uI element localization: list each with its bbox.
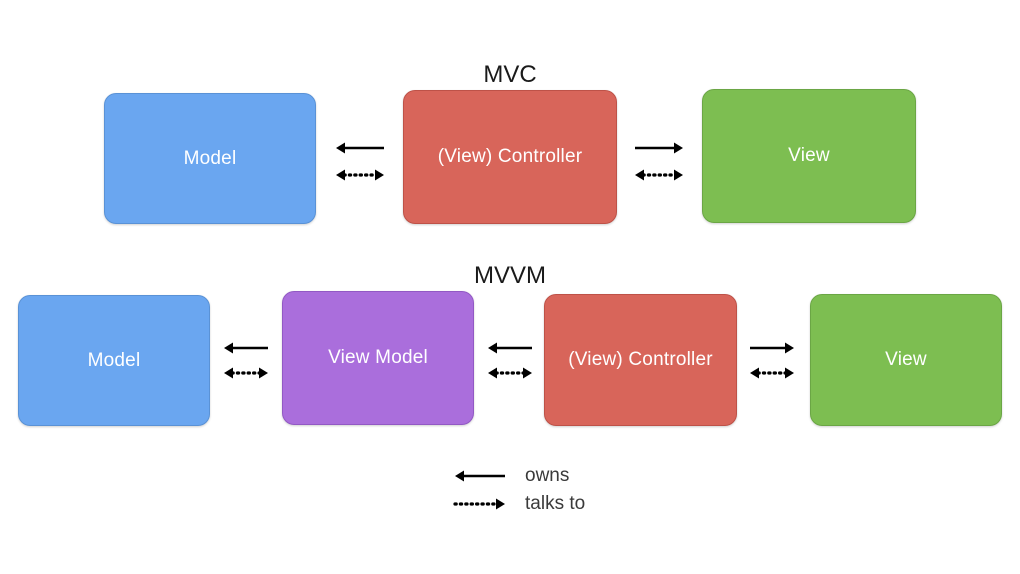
section-title-mvc: MVC — [483, 61, 537, 88]
connector-mvvm-vm-owns-model — [212, 337, 280, 359]
connector-mvc-controller-owns-view — [623, 137, 695, 159]
talks-to-arrow-icon — [443, 493, 517, 515]
legend-item-legend-owns: owns — [455, 465, 569, 487]
connector-mvvm-controller-owns-view — [738, 337, 806, 359]
node-mvc-model[interactable]: Model — [104, 93, 316, 224]
node-label-mvvm-view: View — [885, 349, 927, 370]
connector-mvc-model-talks-controller — [324, 164, 396, 186]
owns-arrow-icon — [443, 465, 517, 487]
connector-mvvm-controller-owns-vm — [476, 337, 544, 359]
node-mvc-controller[interactable]: (View) Controller — [403, 90, 617, 224]
node-mvvm-controller[interactable]: (View) Controller — [544, 294, 737, 426]
node-mvvm-view[interactable]: View — [810, 294, 1002, 426]
connector-mvc-view-talks-controller — [623, 164, 695, 186]
section-title-mvvm: MVVM — [474, 262, 546, 289]
connector-mvvm-model-talks-vm — [212, 362, 280, 384]
node-mvvm-model[interactable]: Model — [18, 295, 210, 426]
node-label-mvc-view: View — [788, 145, 830, 166]
legend-label-legend-owns: owns — [525, 465, 570, 486]
node-mvvm-view-model[interactable]: View Model — [282, 291, 474, 425]
node-label-mvvm-model: Model — [87, 349, 141, 371]
connector-mvvm-vm-talks-controller — [476, 362, 544, 384]
connector-mvvm-view-talks-controller — [738, 362, 806, 384]
node-mvc-view[interactable]: View — [702, 89, 916, 223]
connector-mvc-controller-owns-model — [324, 137, 396, 159]
node-label-mvvm-controller: (View) Controller — [568, 349, 713, 370]
node-label-mvvm-view-model: View Model — [328, 347, 428, 368]
legend-label-legend-talks-to: talks to — [525, 493, 586, 514]
legend-item-legend-talks-to: talks to — [453, 493, 586, 515]
node-label-mvc-model: Model — [183, 147, 237, 169]
node-label-mvc-controller: (View) Controller — [437, 146, 583, 167]
